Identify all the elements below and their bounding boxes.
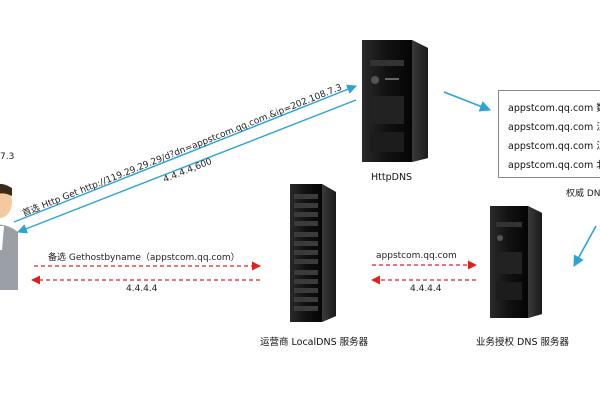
httpdns-server-icon <box>362 40 428 162</box>
domain-list-item: appstcom.qq.com 江 <box>508 122 600 133</box>
domain-list-item: appstcom.qq.com 北 <box>508 160 600 171</box>
client-person-icon <box>0 183 18 290</box>
domain-list-item: appstcom.qq.com 数 <box>508 103 600 114</box>
domain-list-item: appstcom.qq.com 江 <box>508 141 600 152</box>
fallback-response-label: 4.4.4.4 <box>126 284 158 294</box>
auth-dns-server-icon <box>490 206 542 318</box>
authdns-label: 业务授权 DNS 服务器 <box>476 337 569 348</box>
domain-list-box: appstcom.qq.com 数 appstcom.qq.com 江 apps… <box>498 90 600 178</box>
http-response-arrow <box>17 99 357 234</box>
localdns-label: 运营商 LocalDNS 服务器 <box>260 337 369 348</box>
httpdns-to-list-arrow <box>443 91 492 112</box>
client-ip-label: 7.3 <box>0 152 15 162</box>
localdns-server-icon <box>290 184 336 322</box>
fallback-request-label: 备选 Gethostbyname（appstcom.qq.com） <box>48 253 240 263</box>
dns-response-label: 4.4.4.4 <box>410 284 442 294</box>
authority-arrow <box>573 225 597 267</box>
dns-query-label: appstcom.qq.com <box>376 251 457 261</box>
authority-label: 权威 DN <box>566 189 600 199</box>
http-request-arrow <box>13 84 357 223</box>
httpdns-label: HttpDNS <box>371 172 413 183</box>
